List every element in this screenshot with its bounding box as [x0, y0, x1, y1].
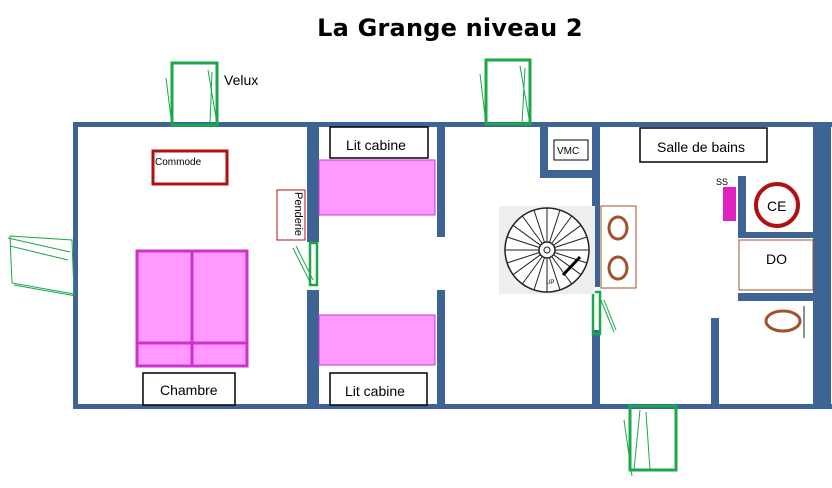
- chambre-label-box: [142, 372, 236, 406]
- velux-window-left: [7, 235, 77, 297]
- bunk-bed-top: [318, 159, 436, 216]
- velux-window-bottom: [623, 404, 678, 477]
- stair-step: [521, 256, 543, 285]
- bunk-bed-bottom: [318, 314, 436, 366]
- stair-step: [533, 257, 545, 291]
- commode-label: Commode: [155, 157, 202, 168]
- velux-window-top-left: [165, 61, 219, 127]
- double-vanity: [600, 205, 637, 289]
- salle-de-bains-label: Salle de bains: [657, 139, 745, 155]
- page-title: La Grange niveau 2: [317, 14, 583, 42]
- stair-step: [512, 254, 541, 276]
- chambre-label: Chambre: [160, 382, 218, 398]
- commode: [151, 149, 229, 186]
- ss-label: SS: [716, 177, 728, 187]
- stair-step: [554, 252, 588, 264]
- velux-label: Velux: [224, 72, 258, 88]
- stair-step: [553, 224, 582, 246]
- vmc-box: [553, 139, 589, 161]
- interior-walls: [307, 122, 814, 408]
- ce-fixture: [754, 182, 800, 228]
- stair-up-label: UP: [546, 280, 554, 286]
- door-bathroom: [591, 290, 617, 336]
- penderie-label: Penderie: [292, 192, 304, 236]
- lit-cabine-label-1: Lit cabine: [346, 137, 406, 153]
- stair-step: [506, 236, 540, 248]
- stair-step: [512, 224, 541, 246]
- wc: [760, 302, 812, 342]
- outer-walls: [73, 122, 832, 409]
- stair-step: [551, 256, 573, 285]
- lit-cabine-label-box-1: [329, 126, 429, 159]
- stair-step: [554, 236, 588, 248]
- do-label: DO: [766, 251, 787, 267]
- lit-cabine-label-box-2: [329, 372, 428, 406]
- lit-cabine-label-2: Lit cabine: [345, 383, 405, 399]
- do-shower: [738, 239, 814, 291]
- stair-step: [549, 257, 561, 291]
- stair-step: [506, 252, 540, 264]
- salle-de-bains-label-box: [639, 127, 768, 163]
- stair-step: [553, 254, 582, 276]
- penderie: [276, 189, 306, 241]
- double-bed: [135, 249, 249, 368]
- vmc-label: VMC: [557, 146, 579, 157]
- spiral-staircase: UP: [499, 206, 595, 294]
- velux-window-top-center: [479, 58, 532, 126]
- stair-step: [521, 215, 543, 244]
- stair-step: [533, 209, 545, 243]
- ss-unit: [723, 187, 736, 221]
- ce-label: CE: [767, 198, 786, 214]
- door-penderie: [292, 241, 319, 287]
- stair-step: [549, 209, 561, 243]
- stair-step: [551, 215, 573, 244]
